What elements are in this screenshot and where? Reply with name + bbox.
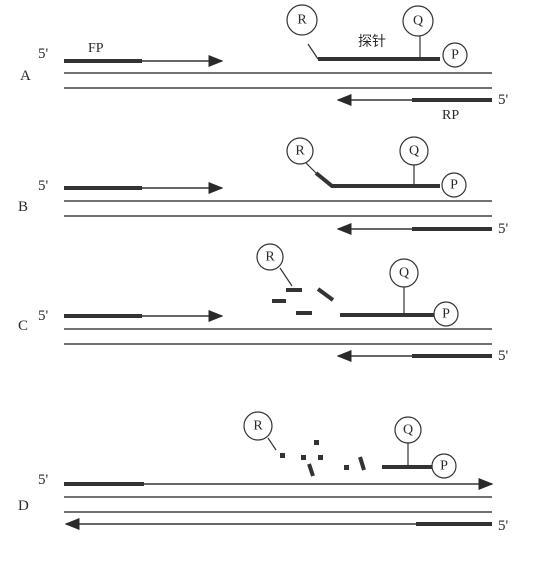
probe-fragment: [307, 463, 315, 477]
reporter-label: R: [253, 419, 263, 434]
fp-five-prime-label: 5': [38, 308, 49, 324]
probe-fragments: [280, 440, 366, 477]
phosphate-label: P: [440, 459, 448, 474]
rp-five-prime-label: 5': [498, 348, 509, 364]
probe-fragment: [301, 455, 306, 460]
reporter-label: R: [295, 144, 305, 159]
probe-fragment: [318, 455, 323, 460]
probe-displaced: [314, 171, 440, 188]
probe-label: 探针: [358, 34, 386, 50]
fp-five-prime-label: 5': [38, 46, 49, 62]
rp-label: RP: [442, 108, 459, 123]
reporter-circle: [256, 243, 284, 271]
rp-five-prime-label: 5': [498, 518, 509, 534]
panel-c: C 5' 5' R Q P: [18, 243, 509, 364]
reporter-link: [307, 43, 319, 60]
reporter-link: [279, 267, 293, 287]
quencher-circle: [389, 258, 419, 288]
reporter-label: R: [297, 13, 307, 28]
quencher-label: Q: [409, 144, 419, 159]
probe-fragment: [358, 456, 366, 471]
phosphate-label: P: [451, 48, 459, 63]
phosphate-label: P: [450, 178, 458, 193]
rp-five-prime-label: 5': [498, 221, 509, 237]
phosphate-circle: [431, 453, 457, 479]
panel-d: D 5' 5' R Q P: [18, 411, 509, 534]
probe-fragments: [272, 287, 335, 315]
fp-five-prime-label: 5': [38, 178, 49, 194]
panel-label-c: C: [18, 318, 28, 334]
phosphate-circle: [433, 301, 459, 327]
probe-fragment: [344, 465, 349, 470]
probe-fragment: [316, 287, 335, 302]
reporter-label: R: [265, 250, 275, 265]
reporter-circle: [286, 137, 314, 165]
phosphate-circle: [441, 172, 467, 198]
panel-label-d: D: [18, 498, 29, 514]
quencher-label: Q: [413, 14, 423, 29]
fp-five-prime-label: 5': [38, 472, 49, 488]
reporter-circle: [286, 4, 318, 36]
quencher-circle: [402, 5, 434, 37]
phosphate-circle: [442, 42, 468, 68]
rp-five-prime-label: 5': [498, 92, 509, 108]
probe-fragment: [280, 453, 285, 458]
reporter-link: [305, 162, 317, 174]
phosphate-label: P: [442, 307, 450, 322]
panel-label-a: A: [20, 68, 31, 84]
panel-a: A 5' FP 5' RP 探针 R Q P: [20, 4, 509, 123]
reporter-circle: [243, 411, 273, 441]
quencher-circle: [394, 416, 422, 444]
fp-label: FP: [88, 41, 104, 56]
quencher-label: Q: [403, 423, 413, 438]
quencher-label: Q: [399, 266, 409, 281]
panel-label-b: B: [18, 199, 28, 215]
quencher-circle: [399, 136, 429, 166]
probe-fragment: [314, 440, 319, 445]
panel-b: B 5' 5' R Q P: [18, 136, 509, 237]
reporter-link: [267, 437, 277, 451]
